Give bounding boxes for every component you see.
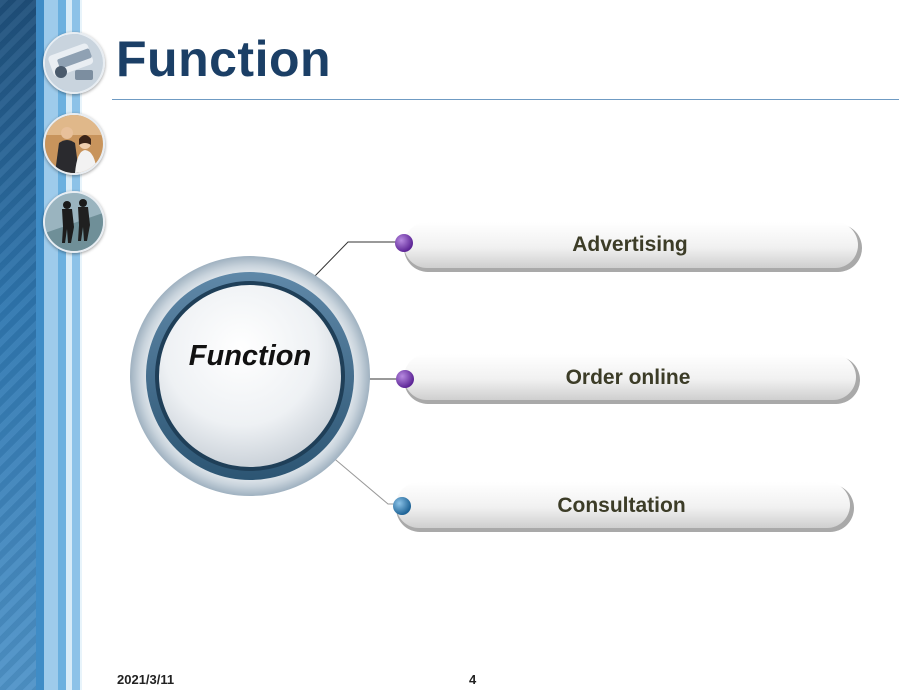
left-stripe-pattern (0, 0, 36, 690)
connector-line (329, 454, 401, 505)
office-equipment-photo (43, 32, 105, 94)
page-number: 4 (469, 672, 477, 687)
people-walking-photo (43, 191, 105, 253)
item-label-order-online: Order online (565, 366, 691, 389)
item-label-advertising: Advertising (572, 233, 688, 256)
left-stripe (72, 0, 80, 690)
item-label-consultation: Consultation (557, 494, 686, 517)
left-stripe-dark (0, 0, 36, 690)
title-divider (112, 99, 899, 100)
business-people-photo (43, 113, 105, 175)
bullet-dot (395, 234, 413, 252)
hub-face (159, 285, 341, 467)
pill-consultation (393, 482, 854, 532)
left-stripe (66, 0, 72, 690)
bullet-dot (396, 370, 414, 388)
left-stripe (58, 0, 66, 690)
pill-order-online (396, 354, 860, 404)
hub-label: Function (188, 340, 312, 372)
left-stripe (36, 0, 44, 690)
left-stripe (44, 0, 58, 690)
connector-line (312, 241, 404, 279)
bullet-dot (393, 497, 411, 515)
pill-advertising (395, 222, 862, 272)
slide-title: Function (116, 31, 332, 87)
footer-date: 2021/3/11 (117, 672, 175, 687)
left-stripe (80, 0, 82, 690)
